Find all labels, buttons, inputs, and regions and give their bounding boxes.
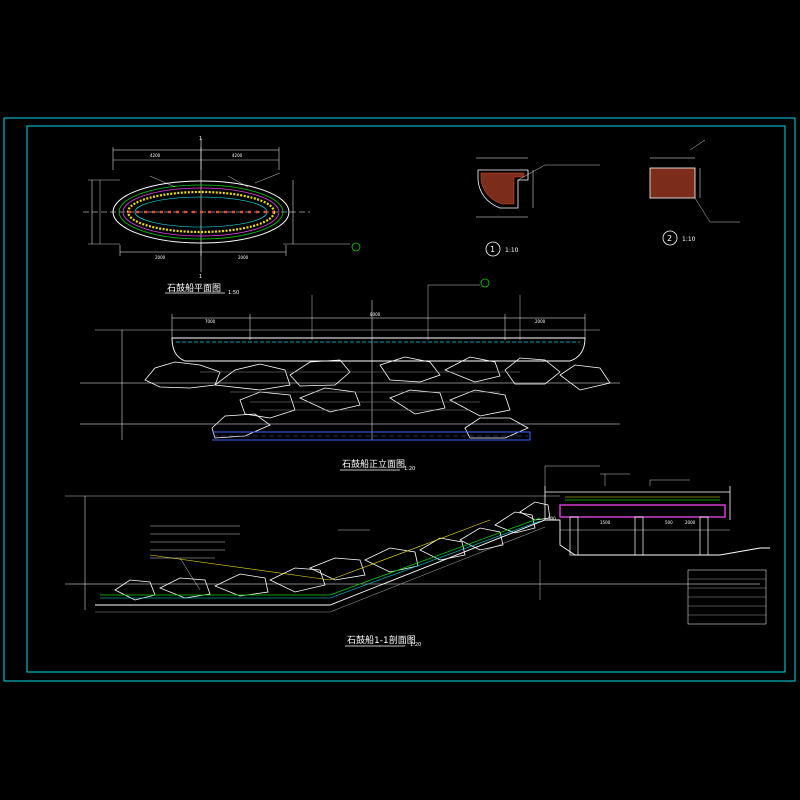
section-dim-c: 500 bbox=[665, 520, 673, 525]
plan-section-marker-bottom: 1 bbox=[199, 274, 202, 280]
elevation-title: 石鼓船正立面图 bbox=[342, 458, 405, 470]
section-dim-d: 2000 bbox=[685, 520, 696, 525]
elevation-dim-middle: 8000 bbox=[370, 312, 381, 317]
plan-title: 石鼓船平面图 bbox=[167, 282, 221, 294]
detail-2: 2 1:10 bbox=[649, 139, 740, 246]
section-scale: 1:20 bbox=[410, 642, 421, 648]
plan-dim-top-left: 4200 bbox=[150, 153, 161, 158]
detail-2-marker bbox=[662, 230, 678, 246]
plan-scale: 1:50 bbox=[228, 290, 239, 296]
elevation-dim-left: 7000 bbox=[205, 319, 216, 324]
elevation-dim-right: 2000 bbox=[535, 319, 546, 324]
detail-1-marker bbox=[485, 241, 501, 257]
plan-view: 4200 4200 2000 2000 1 1 石鼓船平面图 1:50 bbox=[83, 136, 361, 296]
section-dim-a: 500 bbox=[548, 516, 556, 521]
plan-dimension-texts: 4200 4200 2000 2000 bbox=[150, 153, 249, 260]
elevation-scale: 1:20 bbox=[404, 466, 415, 472]
plan-dim-bottom-right: 2000 bbox=[238, 255, 249, 260]
detail-2-scale: 1:10 bbox=[682, 236, 696, 243]
plan-dim-bottom-left: 2000 bbox=[155, 255, 166, 260]
elevation-strata bbox=[200, 371, 520, 411]
elevation-view: 7000 8000 2000 石鼓船正立面图 1:20 bbox=[80, 278, 620, 472]
detail-1-scale: 1:10 bbox=[505, 247, 519, 254]
elevation-callout-icon bbox=[480, 278, 490, 288]
inner-frame bbox=[26, 125, 786, 673]
section-dimension-texts: 500 1500 500 2000 bbox=[548, 516, 696, 525]
section-material-notes bbox=[150, 525, 541, 600]
section-dim-b: 1500 bbox=[600, 520, 611, 525]
detail-1-number: 1 bbox=[490, 245, 495, 254]
plan-dim-top-right: 4200 bbox=[232, 153, 243, 158]
detail-1: 1 1:10 bbox=[476, 157, 600, 257]
section-title: 石鼓船1-1剖面图 bbox=[347, 634, 416, 646]
outer-frame bbox=[3, 117, 796, 682]
plan-callout-icon bbox=[351, 242, 361, 252]
section-view: 500 1500 500 2000 石鼓船1-1剖面图 1:20 bbox=[65, 465, 770, 648]
plan-section-marker-top: 1 bbox=[199, 136, 202, 142]
detail-2-number: 2 bbox=[667, 234, 672, 243]
elevation-dimension-texts: 7000 8000 2000 bbox=[205, 312, 546, 324]
